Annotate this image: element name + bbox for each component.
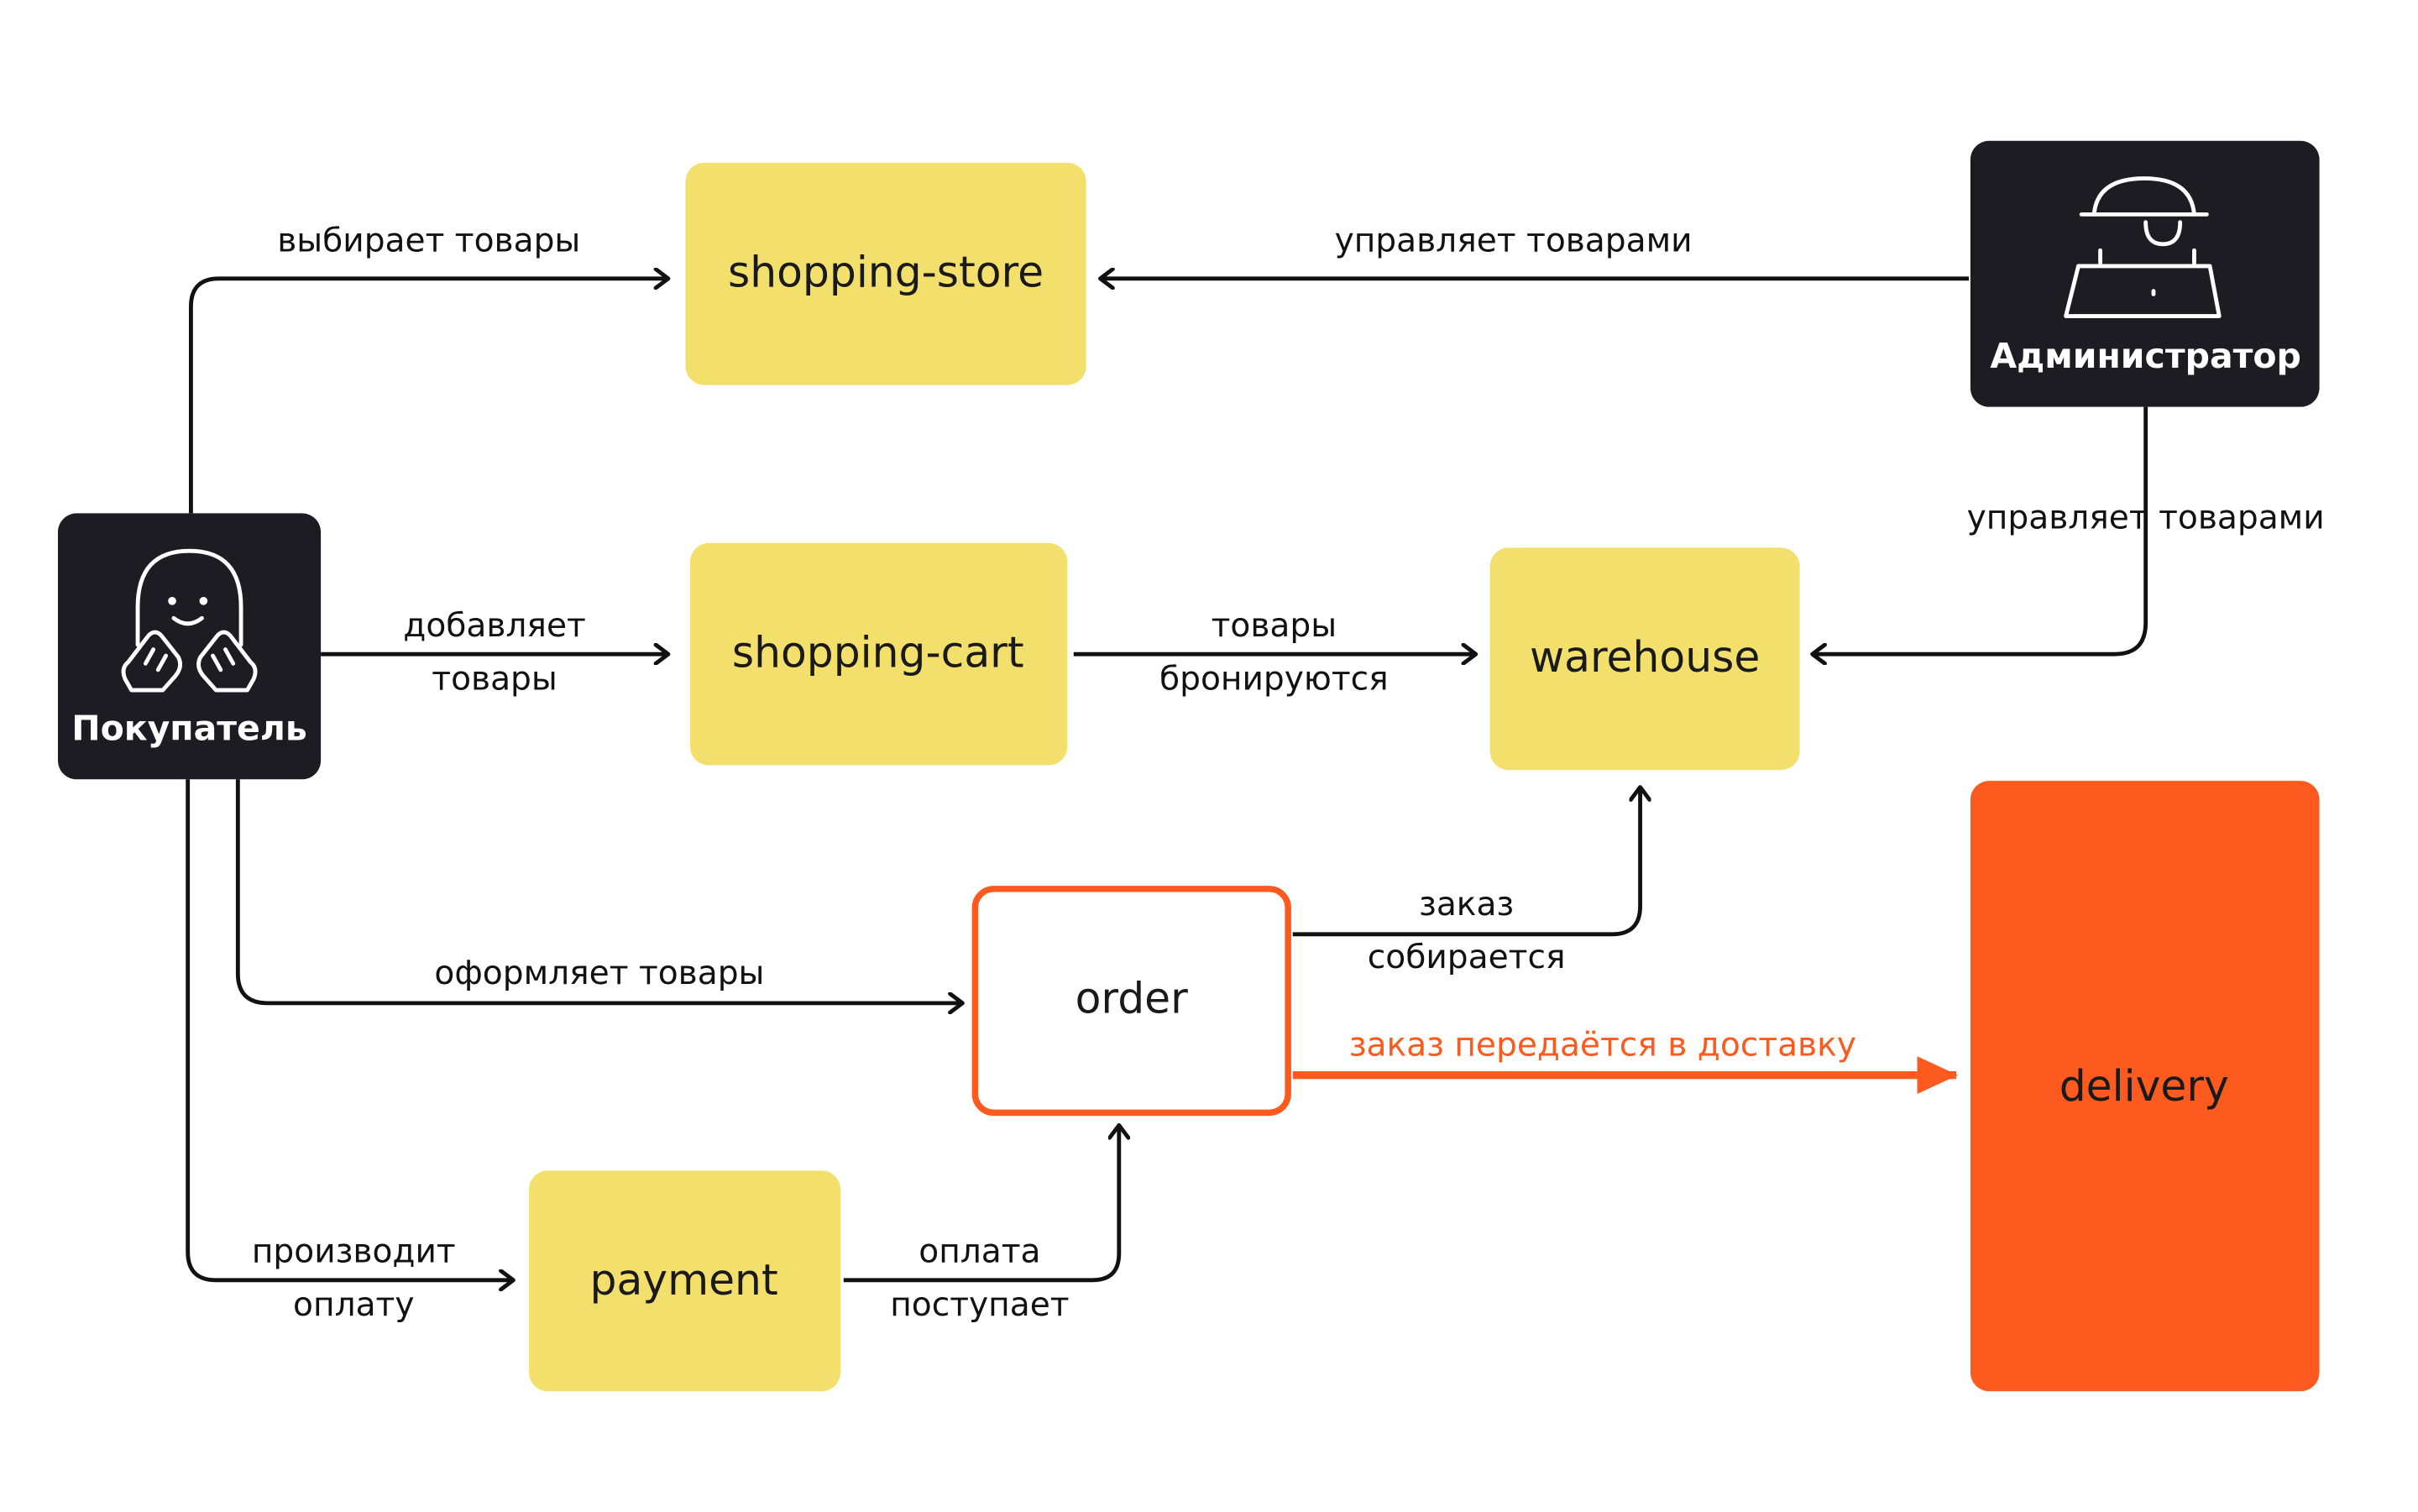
admin-with-laptop-icon [2064, 176, 2222, 318]
node-shopping-store: shopping-store [685, 162, 1086, 385]
edge-label-adds-goods-line2: товары [432, 660, 557, 698]
node-label: payment [590, 1255, 778, 1305]
node-label: delivery [2059, 1061, 2229, 1111]
edge-payment-to-order [843, 1125, 1119, 1283]
node-label: shopping-store [728, 248, 1044, 297]
edge-label-selects-goods: выбирает товары [277, 222, 580, 259]
edge-label-places-order: оформляет товары [434, 955, 764, 992]
node-shopping-cart: shopping-cart [690, 542, 1068, 766]
actor-admin: Администратор [1970, 140, 2320, 407]
node-label: warehouse [1530, 632, 1760, 682]
node-payment: payment [529, 1170, 841, 1392]
edge-label-admin-store: управляет товарами [1335, 222, 1693, 259]
connectors [186, 279, 2148, 1283]
edge-label-order-assembled-line1: заказ [1419, 886, 1514, 923]
edge-label-payment-received-line1: оплата [919, 1233, 1040, 1271]
edge-label-admin-warehouse: управляет товарами [1967, 499, 2325, 536]
node-label: order [1076, 974, 1189, 1023]
edge-label-adds-goods-line1: добавляет [403, 607, 586, 645]
edge-order-to-warehouse [1292, 787, 1641, 937]
edge-buyer-to-order [235, 779, 962, 1003]
edge-label-payment-received-line2: поступает [890, 1286, 1069, 1324]
node-order: order [971, 886, 1291, 1117]
edge-label-goods-reserved-line1: товары [1212, 607, 1337, 645]
edge-label-goods-reserved-line2: бронируются [1159, 660, 1389, 698]
node-label: shopping-cart [732, 628, 1024, 678]
edge-label-makes-payment-line1: производит [252, 1233, 456, 1271]
edge-label-to-delivery: заказ передаётся в доставку [1349, 1027, 1856, 1065]
edge-label-makes-payment-line2: оплату [293, 1286, 414, 1324]
actor-label: Администратор [1990, 336, 2301, 376]
smiling-ghost-icon [121, 548, 258, 693]
actor-label: Покупатель [71, 709, 307, 749]
actor-buyer: Покупатель [57, 513, 322, 780]
node-warehouse: warehouse [1489, 547, 1800, 771]
node-delivery: delivery [1970, 781, 2320, 1392]
edge-buyer-to-payment [186, 779, 514, 1280]
edge-buyer-to-store [188, 279, 668, 514]
edge-admin-to-warehouse [1813, 406, 2148, 655]
edge-label-order-assembled-line2: собирается [1368, 939, 1566, 976]
